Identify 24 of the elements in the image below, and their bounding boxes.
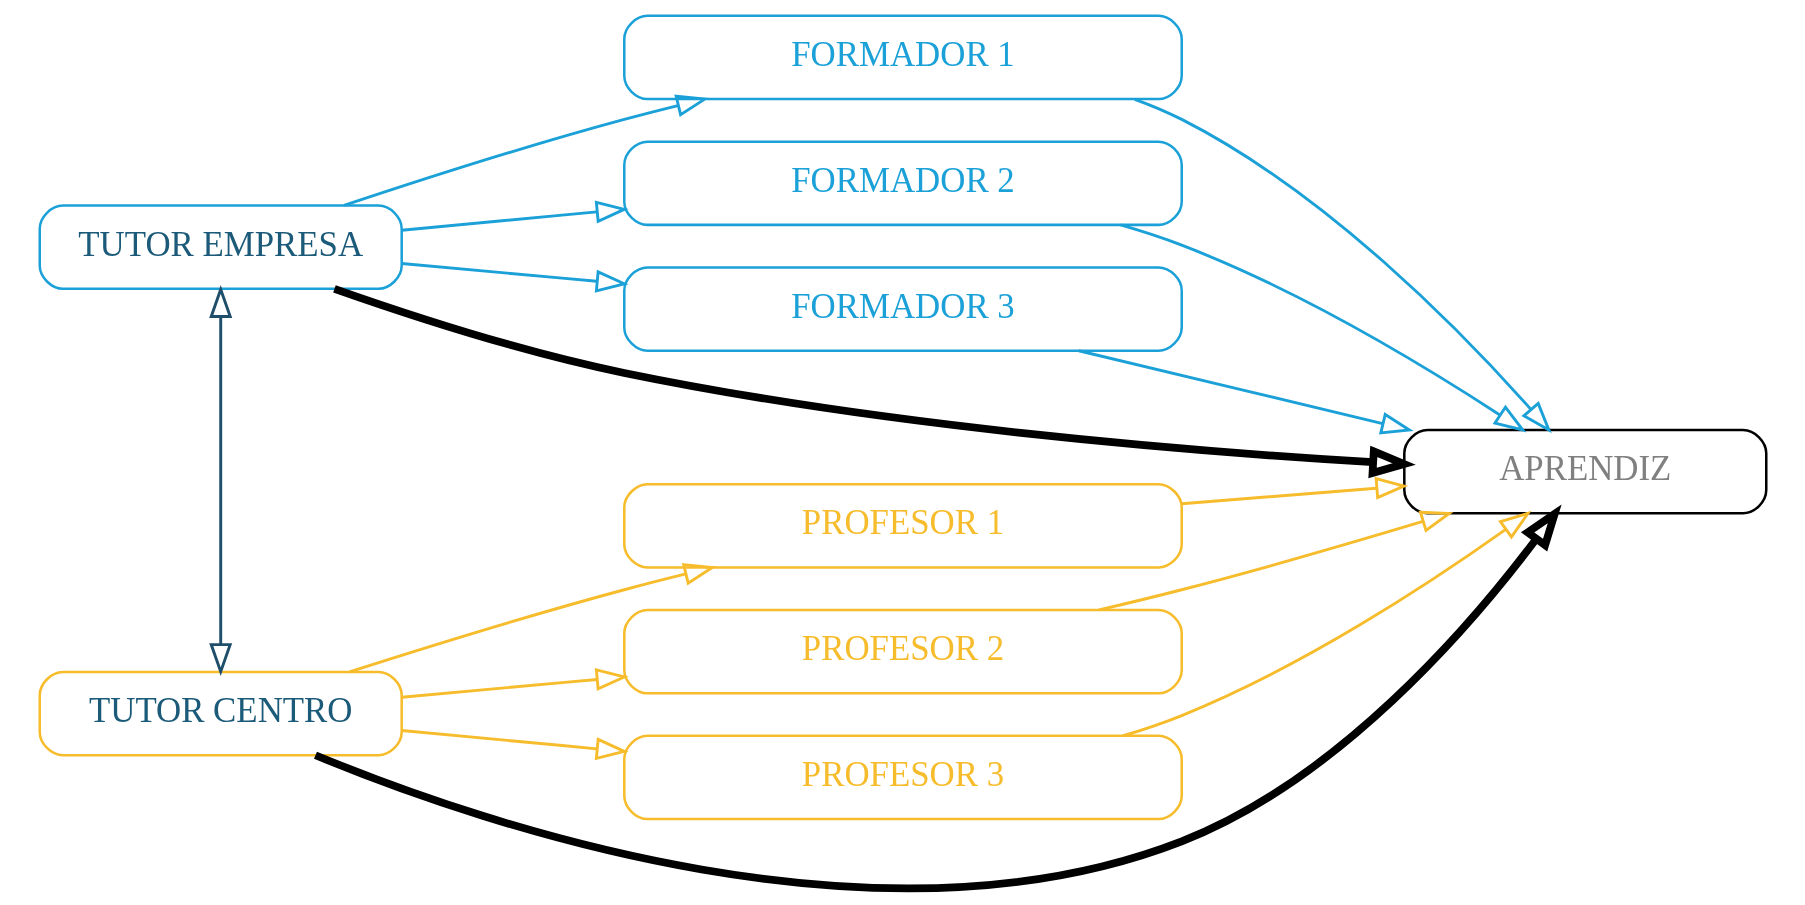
node-box: FORMADOR 3 xyxy=(622,266,1183,352)
node-box: PROFESOR 1 xyxy=(622,483,1183,569)
node-box: APRENDIZ xyxy=(1402,428,1767,515)
arrow xyxy=(401,729,629,761)
node-box: FORMADOR 1 xyxy=(622,14,1183,101)
arrow xyxy=(348,563,717,674)
arrow xyxy=(1077,349,1414,435)
arrow xyxy=(332,285,1416,479)
arrow xyxy=(401,200,629,232)
arrow xyxy=(401,668,629,699)
arrow xyxy=(343,94,709,207)
node-box: FORMADOR 2 xyxy=(622,140,1183,227)
arrow xyxy=(208,285,232,677)
arrow xyxy=(1181,476,1408,506)
arrow xyxy=(1133,97,1552,434)
node-box: PROFESOR 2 xyxy=(622,608,1183,695)
arrow xyxy=(1098,510,1453,612)
arrow xyxy=(401,262,629,293)
arrow xyxy=(1122,510,1531,738)
node-box: TUTOR EMPRESA xyxy=(38,204,403,290)
node-box: PROFESOR 3 xyxy=(622,734,1183,821)
arrow xyxy=(313,504,1562,892)
arrow xyxy=(1119,223,1526,433)
node-box: TUTOR CENTRO xyxy=(38,670,403,757)
